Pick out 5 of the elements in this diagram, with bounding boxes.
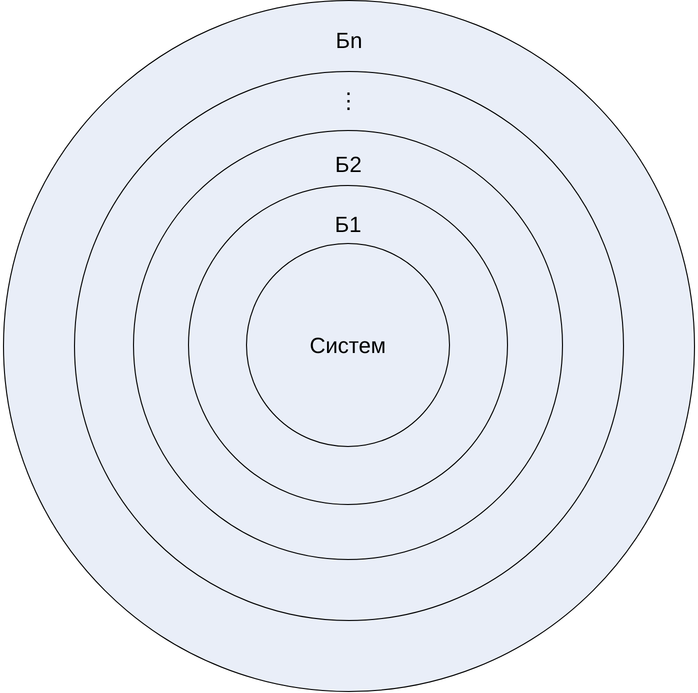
ring-label: Систем (310, 332, 386, 359)
ring-label: Бn (336, 28, 362, 54)
ring-label: Б1 (334, 212, 362, 238)
ring-label: Б2 (335, 152, 362, 178)
ring-label: ⋮ (338, 88, 360, 114)
